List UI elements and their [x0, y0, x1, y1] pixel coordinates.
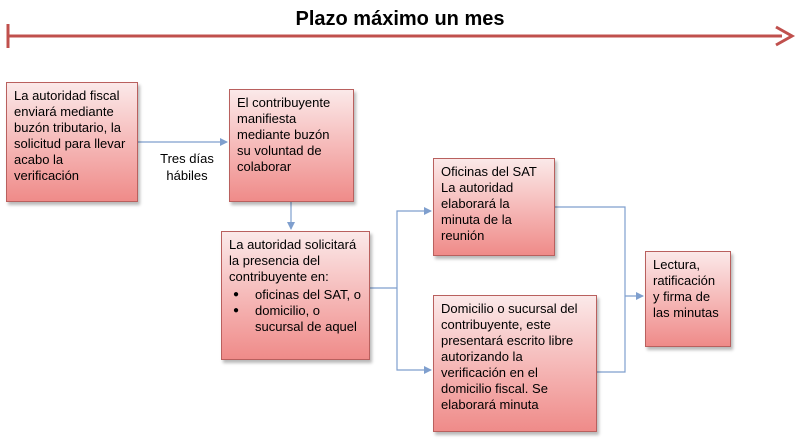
edge-split-oficinas	[396, 207, 432, 288]
diagram-title: Plazo máximo un mes	[295, 8, 505, 30]
timeline-arrowhead	[775, 25, 796, 47]
node-domicilio-text: Domicilio o sucursal del contribuyente, …	[441, 301, 578, 412]
node-lectura: Lectura, ratificación y firma de las min…	[645, 251, 731, 347]
node-presencia-list: oficinas del SAT, o domicilio, o sucursa…	[229, 287, 362, 335]
node-notificacion-text: La autoridad fiscal enviará mediante buz…	[14, 88, 126, 183]
timeline-arrow	[6, 24, 796, 48]
node-notificacion: La autoridad fiscal enviará mediante buz…	[6, 82, 138, 202]
edge-label-tres-dias: Tres días hábiles	[160, 151, 214, 183]
node-contribuyente: El contribuyente manifiesta mediante buz…	[229, 89, 354, 202]
node-presencia-item: oficinas del SAT, o	[229, 287, 362, 303]
node-oficinas: Oficinas del SAT La autoridad elaborará …	[433, 158, 555, 256]
node-oficinas-text: Oficinas del SAT La autoridad elaborará …	[441, 164, 537, 243]
edge-oficinas-merge	[555, 206, 626, 373]
node-lectura-text: Lectura, ratificación y firma de las min…	[653, 257, 719, 320]
node-domicilio: Domicilio o sucursal del contribuyente, …	[433, 295, 597, 432]
node-contribuyente-text: El contribuyente manifiesta mediante buz…	[237, 95, 331, 174]
edge-split-domicilio	[396, 288, 432, 374]
node-presencia-item: domicilio, o sucursal de aquel	[229, 303, 362, 335]
node-presencia-text: La autoridad solicitará la presencia del…	[229, 237, 357, 284]
node-presencia: La autoridad solicitará la presencia del…	[221, 231, 370, 360]
